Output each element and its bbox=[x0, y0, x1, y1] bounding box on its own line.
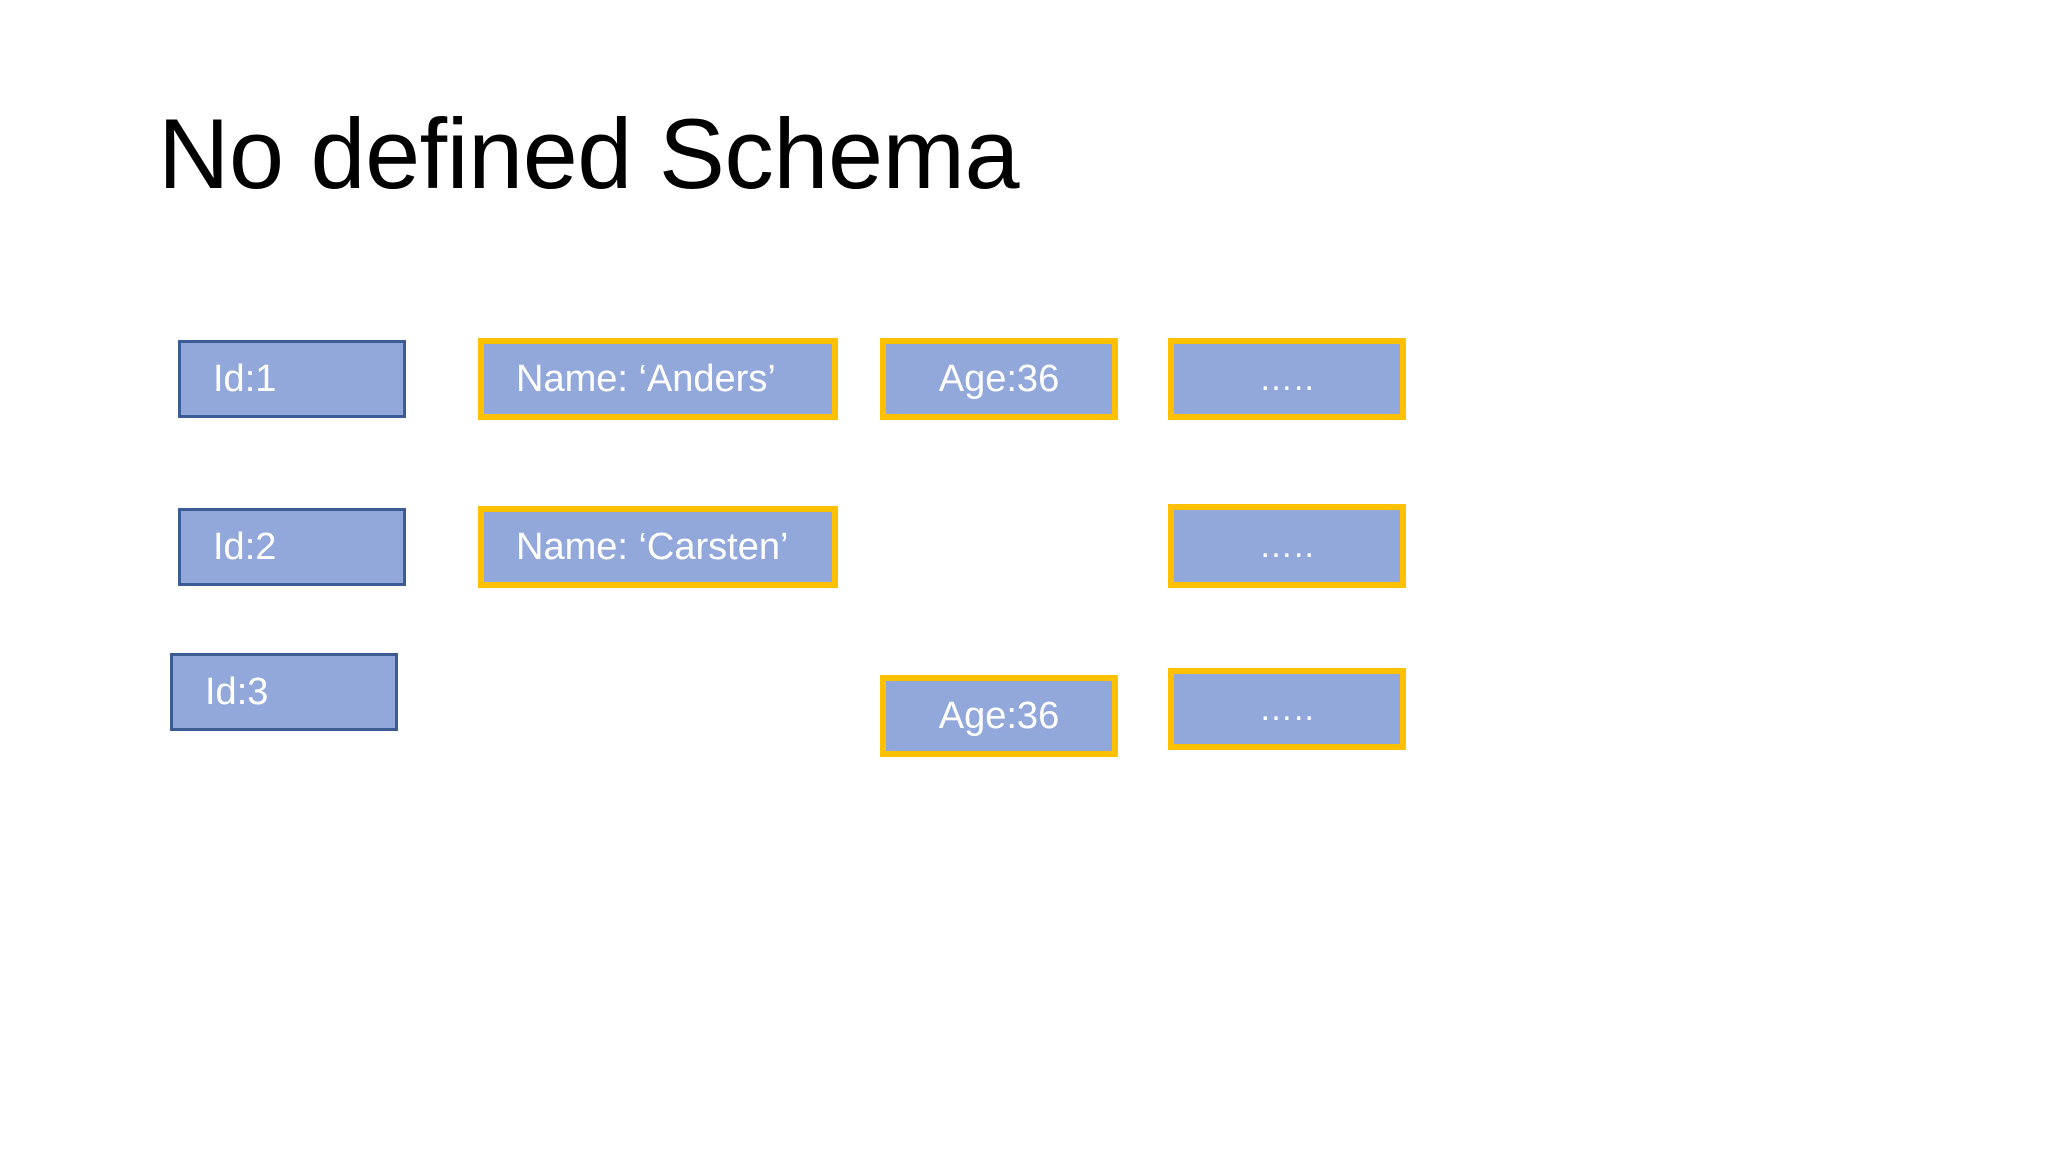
record-field-more-box-3[interactable]: ….. bbox=[1168, 668, 1406, 750]
record-id-label-1: Id:1 bbox=[213, 358, 277, 400]
record-field-name-label-2: Name: ‘Carsten’ bbox=[516, 526, 789, 568]
record-field-more-label-1: ….. bbox=[1259, 360, 1315, 398]
record-id-label-2: Id:2 bbox=[213, 526, 277, 568]
record-field-age-box-3[interactable]: Age:36 bbox=[880, 675, 1118, 757]
record-id-box-2[interactable]: Id:2 bbox=[178, 508, 406, 586]
record-id-label-3: Id:3 bbox=[205, 671, 269, 713]
record-field-more-label-2: ….. bbox=[1259, 527, 1315, 565]
record-id-box-1[interactable]: Id:1 bbox=[178, 340, 406, 418]
record-field-name-box-2[interactable]: Name: ‘Carsten’ bbox=[478, 506, 838, 588]
record-field-more-box-2[interactable]: ….. bbox=[1168, 504, 1406, 588]
page-title: No defined Schema bbox=[158, 98, 1020, 209]
record-field-age-label-1: Age:36 bbox=[938, 358, 1060, 400]
record-field-more-box-1[interactable]: ….. bbox=[1168, 338, 1406, 420]
record-field-age-box-1[interactable]: Age:36 bbox=[880, 338, 1118, 420]
record-id-box-3[interactable]: Id:3 bbox=[170, 653, 398, 731]
record-field-name-label-1: Name: ‘Anders’ bbox=[516, 358, 776, 400]
record-field-name-box-1[interactable]: Name: ‘Anders’ bbox=[478, 338, 838, 420]
record-field-age-label-3: Age:36 bbox=[938, 695, 1060, 737]
record-field-more-label-3: ….. bbox=[1259, 690, 1315, 728]
